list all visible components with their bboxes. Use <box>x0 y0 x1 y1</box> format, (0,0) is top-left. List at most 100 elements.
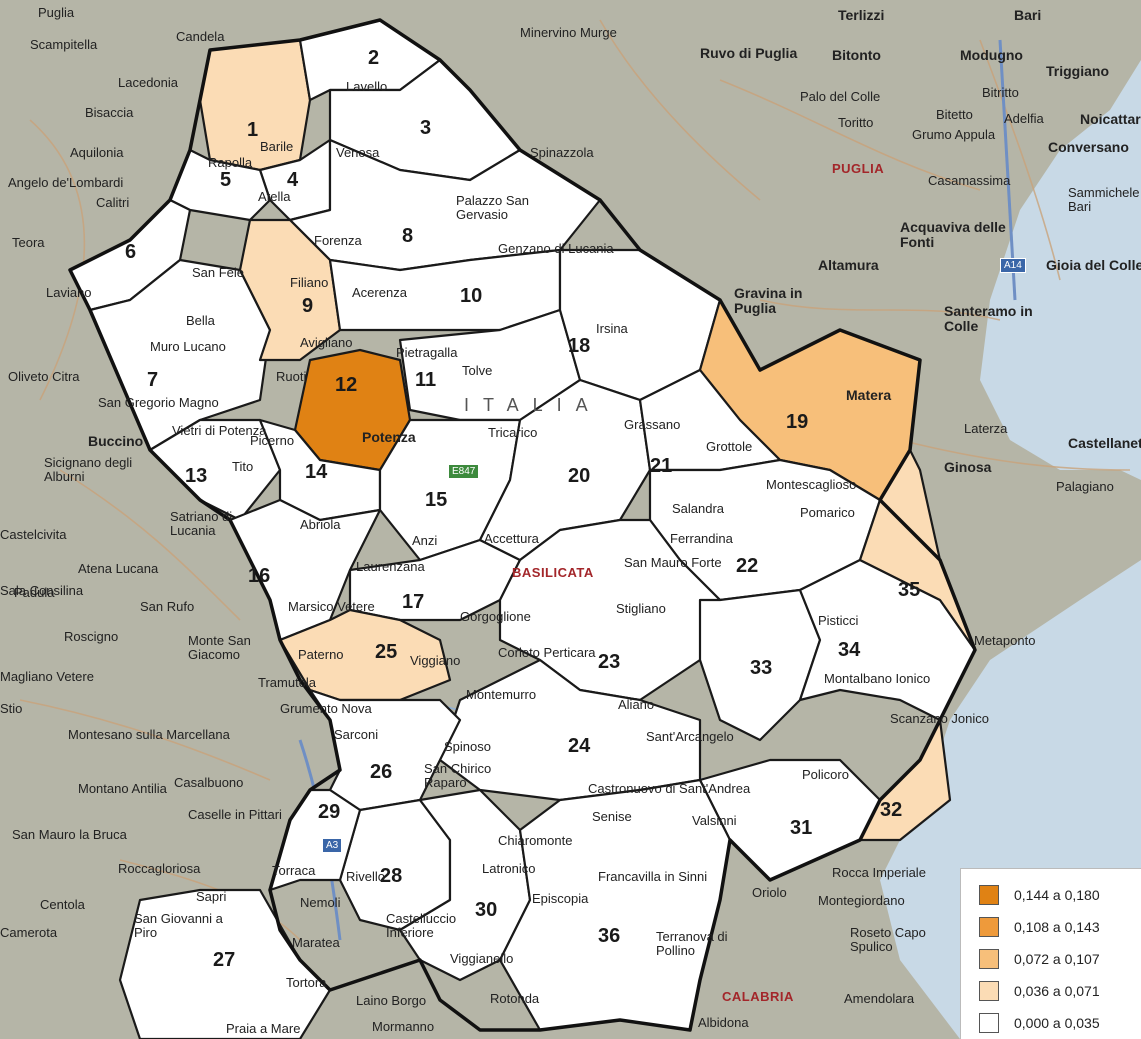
place-label: Amendolara <box>844 991 915 1006</box>
place-label: Grottole <box>706 439 753 454</box>
place-label: Scampitella <box>30 37 98 52</box>
place-label: Anzi <box>412 533 438 548</box>
place-label: Torraca <box>272 863 316 878</box>
place-label: Lavello <box>346 79 388 94</box>
place-label: Casalbuono <box>174 775 244 790</box>
zone-area-1 <box>198 38 312 172</box>
place-label: Grassano <box>624 417 681 432</box>
place-label: CALABRIA <box>722 989 794 1004</box>
place-label: Puglia <box>38 5 75 20</box>
place-label: Sant'Arcangelo <box>646 729 734 744</box>
place-label: Sammichele di Bari <box>1068 185 1141 214</box>
place-label: Santeramo in Colle <box>944 303 1033 334</box>
place-label: Laurenzana <box>356 559 425 574</box>
place-label: San Mauro Forte <box>624 555 722 570</box>
place-label: Sarconi <box>334 727 379 742</box>
place-label: PUGLIA <box>832 161 885 176</box>
place-label: Genzano di Lucania <box>498 241 614 256</box>
place-label: Avigliano <box>300 335 353 350</box>
place-label: Oriolo <box>752 885 787 900</box>
zone-number-7: 7 <box>147 369 159 391</box>
zone-number-11: 11 <box>415 369 437 391</box>
place-label: Rivello <box>346 869 386 884</box>
place-label: Viggiano <box>410 653 461 668</box>
place-label: Toritto <box>838 115 874 130</box>
place-label: Acquaviva delle Fonti <box>900 219 1006 250</box>
place-label: Accettura <box>484 531 539 546</box>
zone-number-22: 22 <box>736 555 759 577</box>
place-label: Muro Lucano <box>150 339 226 354</box>
road-shield: E847 <box>448 464 480 479</box>
zone-number-33: 33 <box>750 657 773 679</box>
place-label: Magliano Vetere <box>0 669 94 684</box>
roads-layer <box>19 19 1131 941</box>
place-label: Bitetto <box>936 107 973 122</box>
place-label: Rotonda <box>490 991 540 1006</box>
place-label: Bari <box>1014 7 1042 23</box>
place-label: Atella <box>258 189 291 204</box>
place-label: Roseto Capo Spulico <box>850 925 926 954</box>
road-shield: A3 <box>322 838 343 853</box>
place-label: San Fele <box>192 265 245 280</box>
place-label: Paterno <box>298 647 344 662</box>
place-label: Modugno <box>960 47 1023 63</box>
place-label: Viggianello <box>450 951 514 966</box>
place-label: Scanzano Jonico <box>890 711 990 726</box>
place-label: Salandra <box>672 501 725 516</box>
place-label: Abriola <box>300 517 341 532</box>
zone-number-25: 25 <box>375 641 398 663</box>
place-label: Camerota <box>0 925 58 940</box>
place-label: Lacedonia <box>118 75 178 90</box>
zone-number-17: 17 <box>402 591 425 613</box>
legend-item: 0,108 a 0,143 <box>979 911 1141 943</box>
legend-swatch <box>979 885 999 905</box>
place-label: Centola <box>40 897 85 912</box>
legend-swatch <box>979 1013 999 1033</box>
place-label: Picerno <box>250 433 295 448</box>
place-label: Mormanno <box>372 1019 435 1034</box>
zone-number-1: 1 <box>247 119 259 141</box>
place-label: Montesano sulla Marcellana <box>68 727 230 742</box>
legend-swatch <box>979 917 999 937</box>
place-label: Stigliano <box>616 601 666 616</box>
zone-number-35: 35 <box>898 579 921 601</box>
place-label: Valsinni <box>692 813 737 828</box>
place-label: Filiano <box>290 275 329 290</box>
place-label: Episcopia <box>532 891 589 906</box>
zone-number-24: 24 <box>568 735 591 757</box>
zone-number-3: 3 <box>420 117 432 139</box>
place-label: Vietri di Potenza <box>172 423 267 438</box>
zone-number-26: 26 <box>370 761 393 783</box>
zone-number-21: 21 <box>650 455 673 477</box>
place-label: Forenza <box>314 233 362 248</box>
place-label: Terranova di Pollino <box>656 929 728 958</box>
place-label: Laviano <box>46 285 92 300</box>
zone-number-28: 28 <box>380 865 403 887</box>
place-label: Buccino <box>88 433 144 449</box>
place-label: Casamassima <box>928 173 1011 188</box>
zone-number-6: 6 <box>125 241 137 263</box>
place-label: Pomarico <box>800 505 855 520</box>
basilicata-outline <box>68 18 977 1032</box>
zone-number-23: 23 <box>598 651 621 673</box>
place-label: Altamura <box>818 257 879 273</box>
place-label: Bitritto <box>982 85 1019 100</box>
place-label: Laterza <box>964 421 1008 436</box>
legend-label: 0,036 a 0,071 <box>1014 983 1100 999</box>
place-label: Praia a Mare <box>226 1021 301 1036</box>
legend-item: 0,072 a 0,107 <box>979 943 1141 975</box>
place-label: Rocca Imperiale <box>832 865 926 880</box>
legend-item: 0,000 a 0,035 <box>979 1007 1141 1039</box>
place-label: Bella <box>186 313 215 328</box>
place-label: Palo del Colle <box>800 89 881 104</box>
place-label: Terlizzi <box>838 7 885 23</box>
zone-number-36: 36 <box>598 925 621 947</box>
place-label: BASILICATA <box>512 565 594 580</box>
place-label: Tramutola <box>258 675 317 690</box>
place-label: Adelfia <box>1004 111 1044 126</box>
place-label: Maratea <box>292 935 340 950</box>
place-label: Barile <box>260 139 294 154</box>
place-label: Senise <box>592 809 632 824</box>
